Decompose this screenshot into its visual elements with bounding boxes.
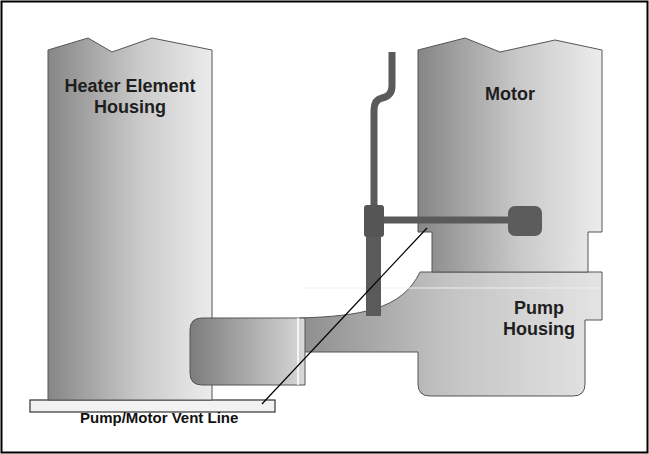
- node-label: Heater Element Housing: [54, 76, 206, 117]
- vent-line: [384, 217, 512, 224]
- motor: Motor: [420, 80, 600, 120]
- leader-line: [262, 228, 427, 404]
- node-label: Pump Housing: [480, 298, 598, 339]
- pump-housing: Pump Housing: [476, 294, 602, 343]
- part-label: Pump/Motor Vent Line: [80, 409, 238, 426]
- motor-vent-fitting: [508, 206, 542, 236]
- node-label: Motor: [485, 84, 535, 105]
- pump-housing-shape: [300, 272, 602, 396]
- flange-line: [297, 318, 299, 385]
- heater-element-housing: Heater Element Housing: [50, 72, 210, 142]
- motor-shape: [418, 38, 602, 272]
- heater-housing-shape: [48, 38, 212, 400]
- vent-pipe-down: [366, 234, 381, 316]
- vent-pipe: [374, 52, 392, 208]
- tee-fitting: [364, 205, 384, 237]
- pipe-fitting: [190, 318, 305, 385]
- highlight: [305, 288, 600, 289]
